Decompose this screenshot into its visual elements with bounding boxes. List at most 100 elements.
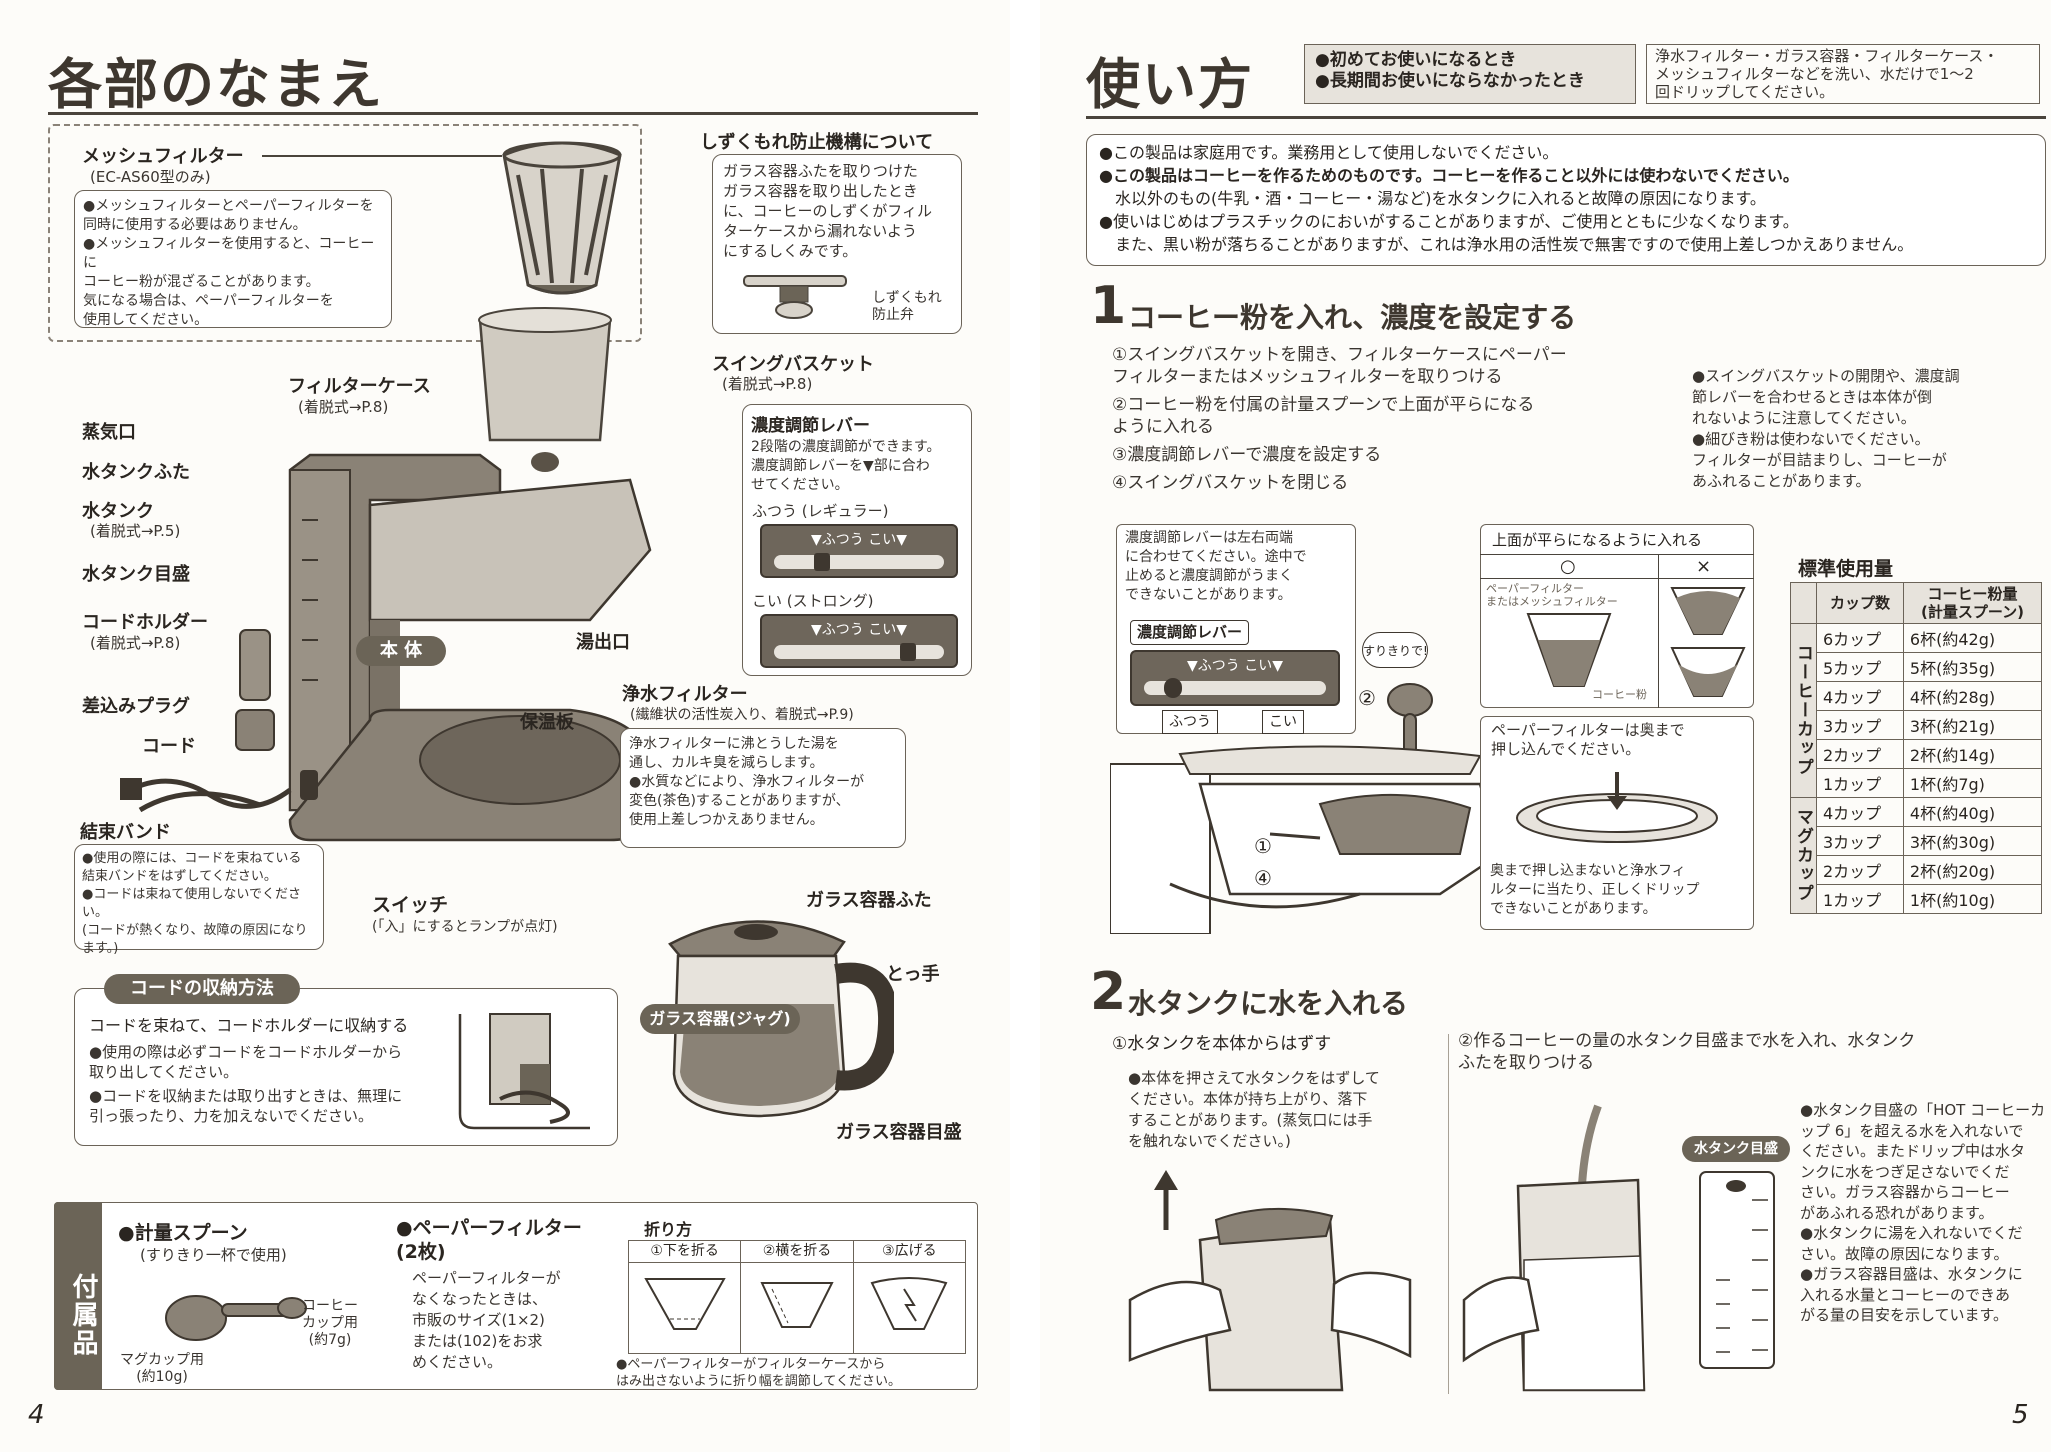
tank-note: (着脱式→P.5) [90, 522, 181, 540]
notice-3: 水以外のもの(牛乳・酒・コーヒー・湯など)を水タンクに入れると故障の原因になりま… [1115, 189, 1766, 208]
cord-storage-lead: コードを束ねて、コードホルダーに収納する [89, 1016, 409, 1035]
page-title: 各部のなまえ [48, 53, 384, 116]
drip-stop-box: ガラス容器ふたを取りつけた ガラス容器を取り出したとき に、コーヒーのしずくがフ… [712, 154, 962, 334]
body-label: 本 体 [356, 636, 446, 666]
step1-machine-illustration [1110, 745, 1502, 934]
water-filter-bullet: ●水質などにより、浄水フィルターが 変色(茶色)することがありますが、 使用上差… [629, 774, 865, 828]
mesh-filter-label: メッシュフィルター [82, 146, 244, 167]
step1-tips: ●スイングバスケットの開閉や、濃度調 節レバーを合わせるときは本体が倒 れないよ… [1692, 367, 1960, 490]
flat-col-divider [1658, 554, 1659, 708]
table-title: 標準使用量 [1798, 558, 1894, 580]
switch-label: スイッチ [372, 894, 449, 916]
step1-item-3: ③濃度調節レバーで濃度を設定する [1112, 445, 1382, 465]
step1-title: コーヒー粉を入れ、濃度を設定する [1128, 301, 1577, 334]
tank-lid-label: 水タンクふた [82, 462, 190, 483]
table-group-mug: マグカップ [1790, 797, 1817, 914]
spoon-tag-text: すりきりで! [1363, 644, 1428, 658]
fold-step-3: ③広げる [853, 1241, 965, 1353]
first-use-box: ●初めてお使いになるとき ●長期間お使いにならなかったとき [1304, 44, 1636, 104]
fold-step-3-icon [870, 1277, 948, 1330]
step2-notes: ●水タンク目盛の「HOT コーヒーカ ップ 6」を超える水を入れないで ください… [1800, 1101, 2046, 1324]
step2-title: 水タンクに水を入れる [1128, 987, 1409, 1020]
lever-strong: こい [1269, 714, 1297, 730]
table-cell: 3カップ [1816, 826, 1904, 856]
carafe-label: ガラス容器(ジャグ) [640, 1004, 800, 1034]
lever-track [1144, 678, 1326, 698]
tank-scale-label: 水タンク目盛 [82, 564, 190, 585]
left-page: 各部のなまえ メッシュフィルター (EC-AS60型のみ) ●メッシュフィルター… [0, 0, 1010, 1452]
lever-regular: ふつう [1169, 714, 1211, 730]
notice-2: ●この製品はコーヒーを作るためのものです。コーヒーを作ること以外には使わないでく… [1099, 166, 1799, 185]
switch-note: (「入」にするとランプが点灯) [372, 919, 558, 935]
cord-holder-label: コードホルダー [82, 612, 208, 633]
table-cell: 1杯(約10g) [1902, 884, 2043, 914]
table-cell: 3杯(約21g) [1902, 710, 2043, 740]
fold-step-3-label: ③広げる [853, 1241, 965, 1263]
circle-2: ② [1358, 686, 1376, 710]
flat-title-divider [1480, 554, 1754, 555]
step1-number: 1 [1090, 276, 1127, 336]
strength-lever-title: 濃度調節レバー [751, 416, 870, 436]
fold-title: 折り方 [644, 1220, 693, 1239]
fold-step-1-icon [643, 1278, 726, 1330]
regular-lever-track [774, 553, 944, 571]
coffee-maker-illustration [288, 307, 652, 842]
fold-step-2-label: ②横を折る [741, 1241, 853, 1263]
strong-scale-panel: ▼ふつう こい▼ [760, 614, 958, 668]
table-cell: 4杯(約28g) [1902, 681, 2043, 711]
circle-1: ① [1254, 834, 1272, 858]
mesh-note-1: ●メッシュフィルターとペーパーフィルターを 同時に使用する必要はありません。 [83, 198, 374, 233]
title-underline-right [1086, 116, 2046, 119]
strong-lever-track [774, 643, 944, 661]
table-cell: 2杯(約14g) [1902, 739, 2043, 769]
step2-item2: ②作るコーヒーの量の水タンク目盛まで水を入れ、水タンク ふたを取りつける [1458, 1031, 1916, 1073]
steam-vent-label: 蒸気口 [82, 422, 136, 443]
table-group-coffee: コーヒーカップ [1790, 623, 1817, 798]
lever-knob [1164, 678, 1182, 698]
table-col1: カップ数 [1816, 582, 1904, 624]
lever-scale: ▼ふつう こい▼ [1187, 658, 1283, 674]
step1-item-2: ②コーヒー粉を付属の計量スプーンで上面が平らになる ように入れる [1112, 395, 1535, 437]
title-underline [48, 112, 978, 115]
cord-illustration [120, 629, 292, 813]
lever-regular-tag: ふつう [1162, 710, 1218, 734]
flat-filter: ペーパーフィルター またはメッシュフィルター [1486, 582, 1618, 608]
handle-label: とっ手 [886, 964, 940, 985]
spoon-note: (すりきり一杯で使用) [140, 1246, 287, 1264]
water-filter-text: 浄水フィルターに沸とうした湯を 通し、カルキ臭を減らします。 [629, 736, 839, 771]
mesh-filter-illustration [502, 141, 622, 295]
first-use-cond-2: ●長期間お使いにならなかったとき [1315, 71, 1585, 91]
cord-storage-bullet-2: ●コードを収納または取り出すときは、無理に 引っ張ったり、力を加えないでください… [89, 1087, 403, 1125]
swing-basket-label: スイングバスケット [712, 354, 874, 375]
flat-ng-illustration [1670, 587, 1746, 697]
table-cell: 1カップ [1816, 884, 1904, 914]
table-cell: 1カップ [1816, 768, 1904, 798]
push-illustration [1516, 772, 1718, 843]
table-cell: 1杯(約7g) [1902, 768, 2043, 798]
spoon-mug-note: マグカップ用 (約10g) [120, 1352, 204, 1385]
table-cell: 6杯(約42g) [1902, 623, 2043, 653]
flat-head-divider [1480, 578, 1754, 579]
strength-lever-text: 2段階の濃度調節ができます。 濃度調節レバーを▼部に合わ せてください。 [751, 439, 941, 493]
regular-scale: ▼ふつう こい▼ [811, 532, 907, 548]
notice-5: また、黒い粉が落ちることがありますが、これは浄水用の活性炭で無害ですので使用上差… [1115, 235, 1914, 254]
carafe-scale-label: ガラス容器目盛 [836, 1122, 962, 1143]
step2-number: 2 [1090, 962, 1127, 1022]
strong-label: こい (ストロング) [752, 592, 874, 610]
mesh-filter-box [48, 124, 642, 342]
table-cell: 2カップ [1816, 855, 1904, 885]
flat-ng: × [1696, 556, 1712, 577]
mesh-note-2: ●メッシュフィルターを使用すると、コーヒーに コーヒー粉が混ざることがあります。… [83, 236, 375, 328]
push-title: ペーパーフィルターは奥まで 押し込んでください。 [1491, 721, 1685, 758]
drip-valve-illustration [743, 275, 847, 319]
paper-text: ペーパーフィルターが なくなったときは、 市販のサイズ(1×2) または(102… [412, 1269, 561, 1371]
swing-basket-note: (着脱式→P.8) [722, 375, 813, 393]
cord-notes-box: ●使用の際には、コードを束ねている 結束バンドをはずしてください。 ●コードは束… [74, 844, 324, 956]
notices-box: ●この製品は家庭用です。業務用として使用しないでください。 ●この製品はコーヒー… [1086, 134, 2046, 266]
table-cell: 3杯(約30g) [1902, 826, 2043, 856]
push-note: 奥まで押し込まないと浄水フィ ルターに当たり、正しくドリップ できないことがあり… [1490, 863, 1700, 917]
